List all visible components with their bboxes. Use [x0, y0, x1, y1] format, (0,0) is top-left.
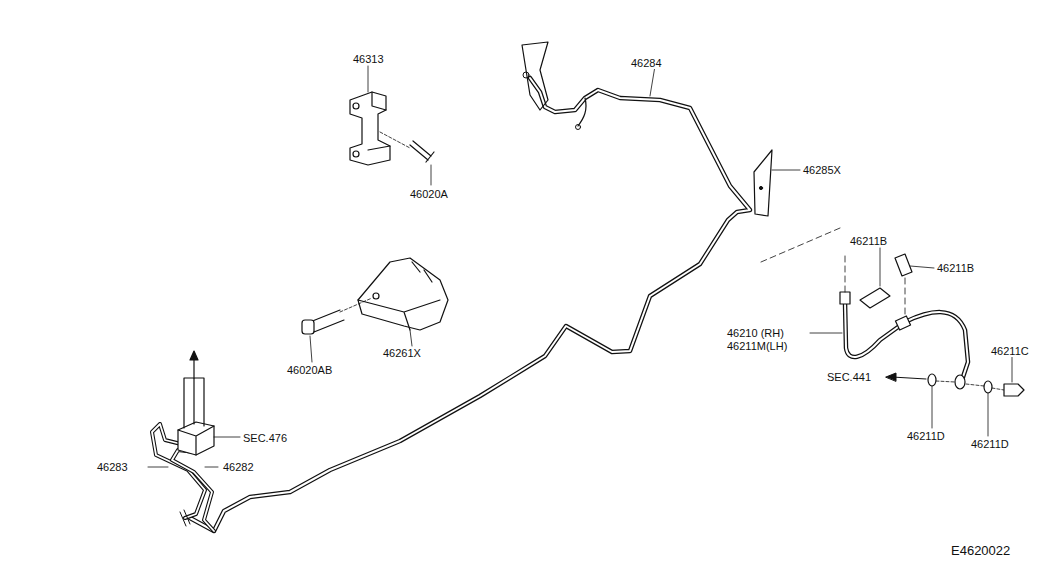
actuator-box [178, 351, 240, 455]
callout-number: 46020AB [286, 364, 333, 376]
callout-number: SEC.476 [242, 432, 288, 444]
callout-number: 46211B [849, 235, 888, 247]
leader-lines-left [148, 467, 218, 468]
bracket-46313 [350, 66, 434, 185]
main-brake-tube [190, 42, 772, 531]
callout-number: 46261X [382, 347, 422, 359]
callout-number: 46284 [630, 57, 663, 69]
callout-number: 46020A [409, 188, 449, 200]
callout-number: 46211B [936, 262, 975, 274]
callout-number: 46282 [222, 461, 255, 473]
brake-hose [650, 66, 1024, 436]
callout-number: 46313 [352, 53, 385, 65]
callout-number: 46211D [906, 430, 946, 442]
callout-number: 46211M(LH) [726, 340, 788, 352]
bracket-46261x [302, 258, 448, 362]
drawing-code: E4620022 [950, 544, 1011, 558]
callout-number: SEC.441 [826, 371, 872, 383]
callout-number: 46283 [96, 461, 129, 473]
callout-number: 46211D [970, 438, 1010, 450]
callout-number: 46285X [802, 164, 842, 176]
callout-number: 46211C [990, 345, 1030, 357]
callout-number: 46210 (RH) [726, 327, 785, 339]
